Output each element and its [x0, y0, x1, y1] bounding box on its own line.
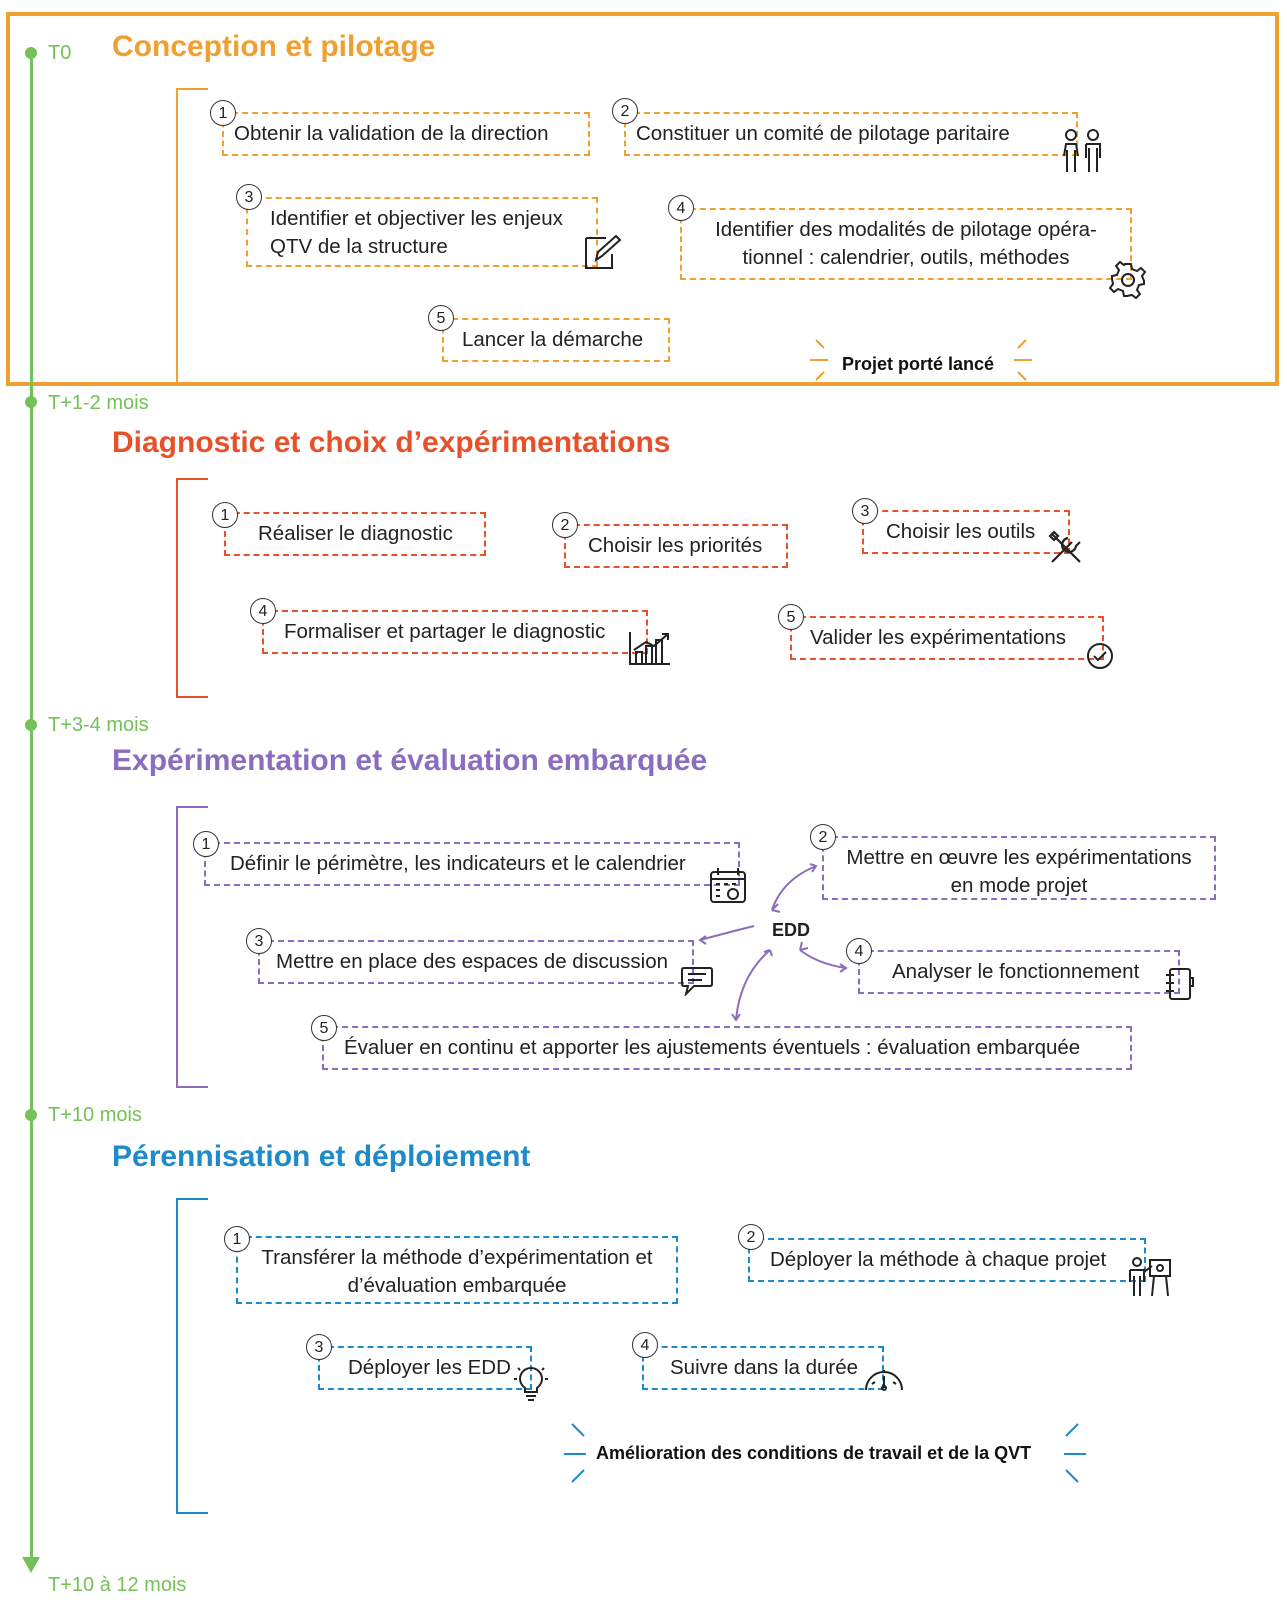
check-icon — [1087, 643, 1113, 669]
p4-step-4: Suivre dans la durée — [642, 1346, 884, 1390]
p3-step-5: Évaluer en continu et apporter les ajust… — [322, 1026, 1132, 1070]
p1-step-1: Obtenir la validation de la direction — [222, 112, 590, 156]
p2-step-1: Réaliser le diagnostic — [224, 512, 486, 556]
tools-icon — [1048, 530, 1081, 563]
p3-step-2-number: 2 — [810, 824, 836, 850]
p3-step-1-number: 1 — [193, 831, 219, 857]
p2-step-2: Choisir les priorités — [564, 524, 788, 568]
p3-step-1: Définir le périmètre, les indicateurs et… — [204, 842, 740, 886]
p4-step-1-number: 1 — [224, 1226, 250, 1252]
phase-3-title: Expérimentation et évaluation embarquée — [112, 744, 708, 777]
people-icon — [1063, 129, 1101, 172]
p1-step-4: Identifier des modalités de pilotage opé… — [680, 208, 1132, 280]
timeline-label-t4: T+10 à 12 mois — [48, 1574, 187, 1596]
chat-icon — [681, 967, 713, 996]
timeline-label-t0: T0 — [48, 42, 72, 64]
p1-step-5: Lancer la démarche — [442, 318, 670, 362]
p3-step-4-number: 4 — [846, 938, 872, 964]
calendar-icon — [710, 868, 746, 903]
timeline-label-t1: T+1-2 mois — [48, 392, 149, 414]
p4-step-3-number: 3 — [306, 1334, 332, 1360]
timeline-dot-t3 — [25, 1109, 37, 1121]
p1-step-2-number: 2 — [612, 98, 638, 124]
timeline-dot-t2 — [25, 719, 37, 731]
p2-step-5: Valider les expérimentations — [790, 616, 1104, 660]
p1-step-2: Constituer un comité de pilotage paritai… — [624, 112, 1078, 156]
phase-1-title: Conception et pilotage — [112, 30, 436, 63]
presentation-icon — [1129, 1257, 1171, 1297]
p3-step-4: Analyser le fonctionnement — [858, 950, 1180, 994]
gear-icon — [1108, 260, 1147, 300]
p2-step-3: Choisir les outils — [862, 510, 1070, 554]
p4-step-3: Déployer les EDD — [318, 1346, 532, 1390]
notebook-icon — [1166, 968, 1194, 1000]
p3-step-5-number: 5 — [311, 1015, 337, 1041]
p2-step-4-number: 4 — [250, 598, 276, 624]
outcome-2-text: Amélioration des conditions de travail e… — [596, 1443, 1032, 1463]
p4-step-2: Déployer la méthode à chaque projet — [748, 1238, 1146, 1282]
p4-step-2-number: 2 — [738, 1224, 764, 1250]
p3-step-2: Mettre en œuvre les expérimentations en … — [822, 836, 1216, 900]
p1-step-5-number: 5 — [428, 305, 454, 331]
p2-step-5-number: 5 — [778, 604, 804, 630]
timeline-dot-t1 — [25, 396, 37, 408]
phase-4-title: Pérennisation et déploiement — [112, 1140, 531, 1173]
phase-3-bracket — [176, 806, 208, 1088]
outcome-1-sparkle-lines — [810, 339, 1032, 381]
phase-4-bracket — [176, 1198, 208, 1514]
p4-step-1: Transférer la méthode d’expérimentation … — [236, 1236, 678, 1304]
p2-step-3-number: 3 — [852, 498, 878, 524]
p2-step-2-number: 2 — [552, 512, 578, 538]
phase-2-bracket — [176, 478, 208, 698]
p4-step-4-number: 4 — [632, 1332, 658, 1358]
lightbulb-icon — [514, 1367, 548, 1401]
timeline-label-t3: T+10 mois — [48, 1104, 142, 1126]
timeline-axis — [30, 52, 33, 1567]
timeline-label-t2: T+3-4 mois — [48, 714, 149, 736]
p1-step-3-number: 3 — [236, 184, 262, 210]
gauge-icon — [865, 1370, 903, 1391]
timeline-dot-t0 — [25, 47, 37, 59]
p3-step-3: Mettre en place des espaces de discussio… — [258, 940, 694, 984]
outcome-2-sparkle-lines — [564, 1423, 1086, 1483]
timeline-arrowhead — [22, 1557, 40, 1573]
p1-step-1-number: 1 — [210, 100, 236, 126]
phase-1-bracket — [176, 88, 208, 386]
p2-step-4: Formaliser et partager le diagnostic — [262, 610, 648, 654]
outcome-1-text: Projet porté lancé — [842, 354, 995, 374]
phase-2-title: Diagnostic et choix d’expérimentations — [112, 426, 671, 459]
p2-step-1-number: 1 — [212, 502, 238, 528]
edd-hub-label: EDD — [772, 920, 811, 940]
chart-icon — [629, 632, 670, 665]
edit-icon — [585, 234, 622, 269]
p3-step-3-number: 3 — [246, 928, 272, 954]
p1-step-3: Identifier et objectiver les enjeux QTV … — [246, 197, 598, 267]
edd-arrows — [698, 863, 848, 1022]
p1-step-4-number: 4 — [668, 195, 694, 221]
